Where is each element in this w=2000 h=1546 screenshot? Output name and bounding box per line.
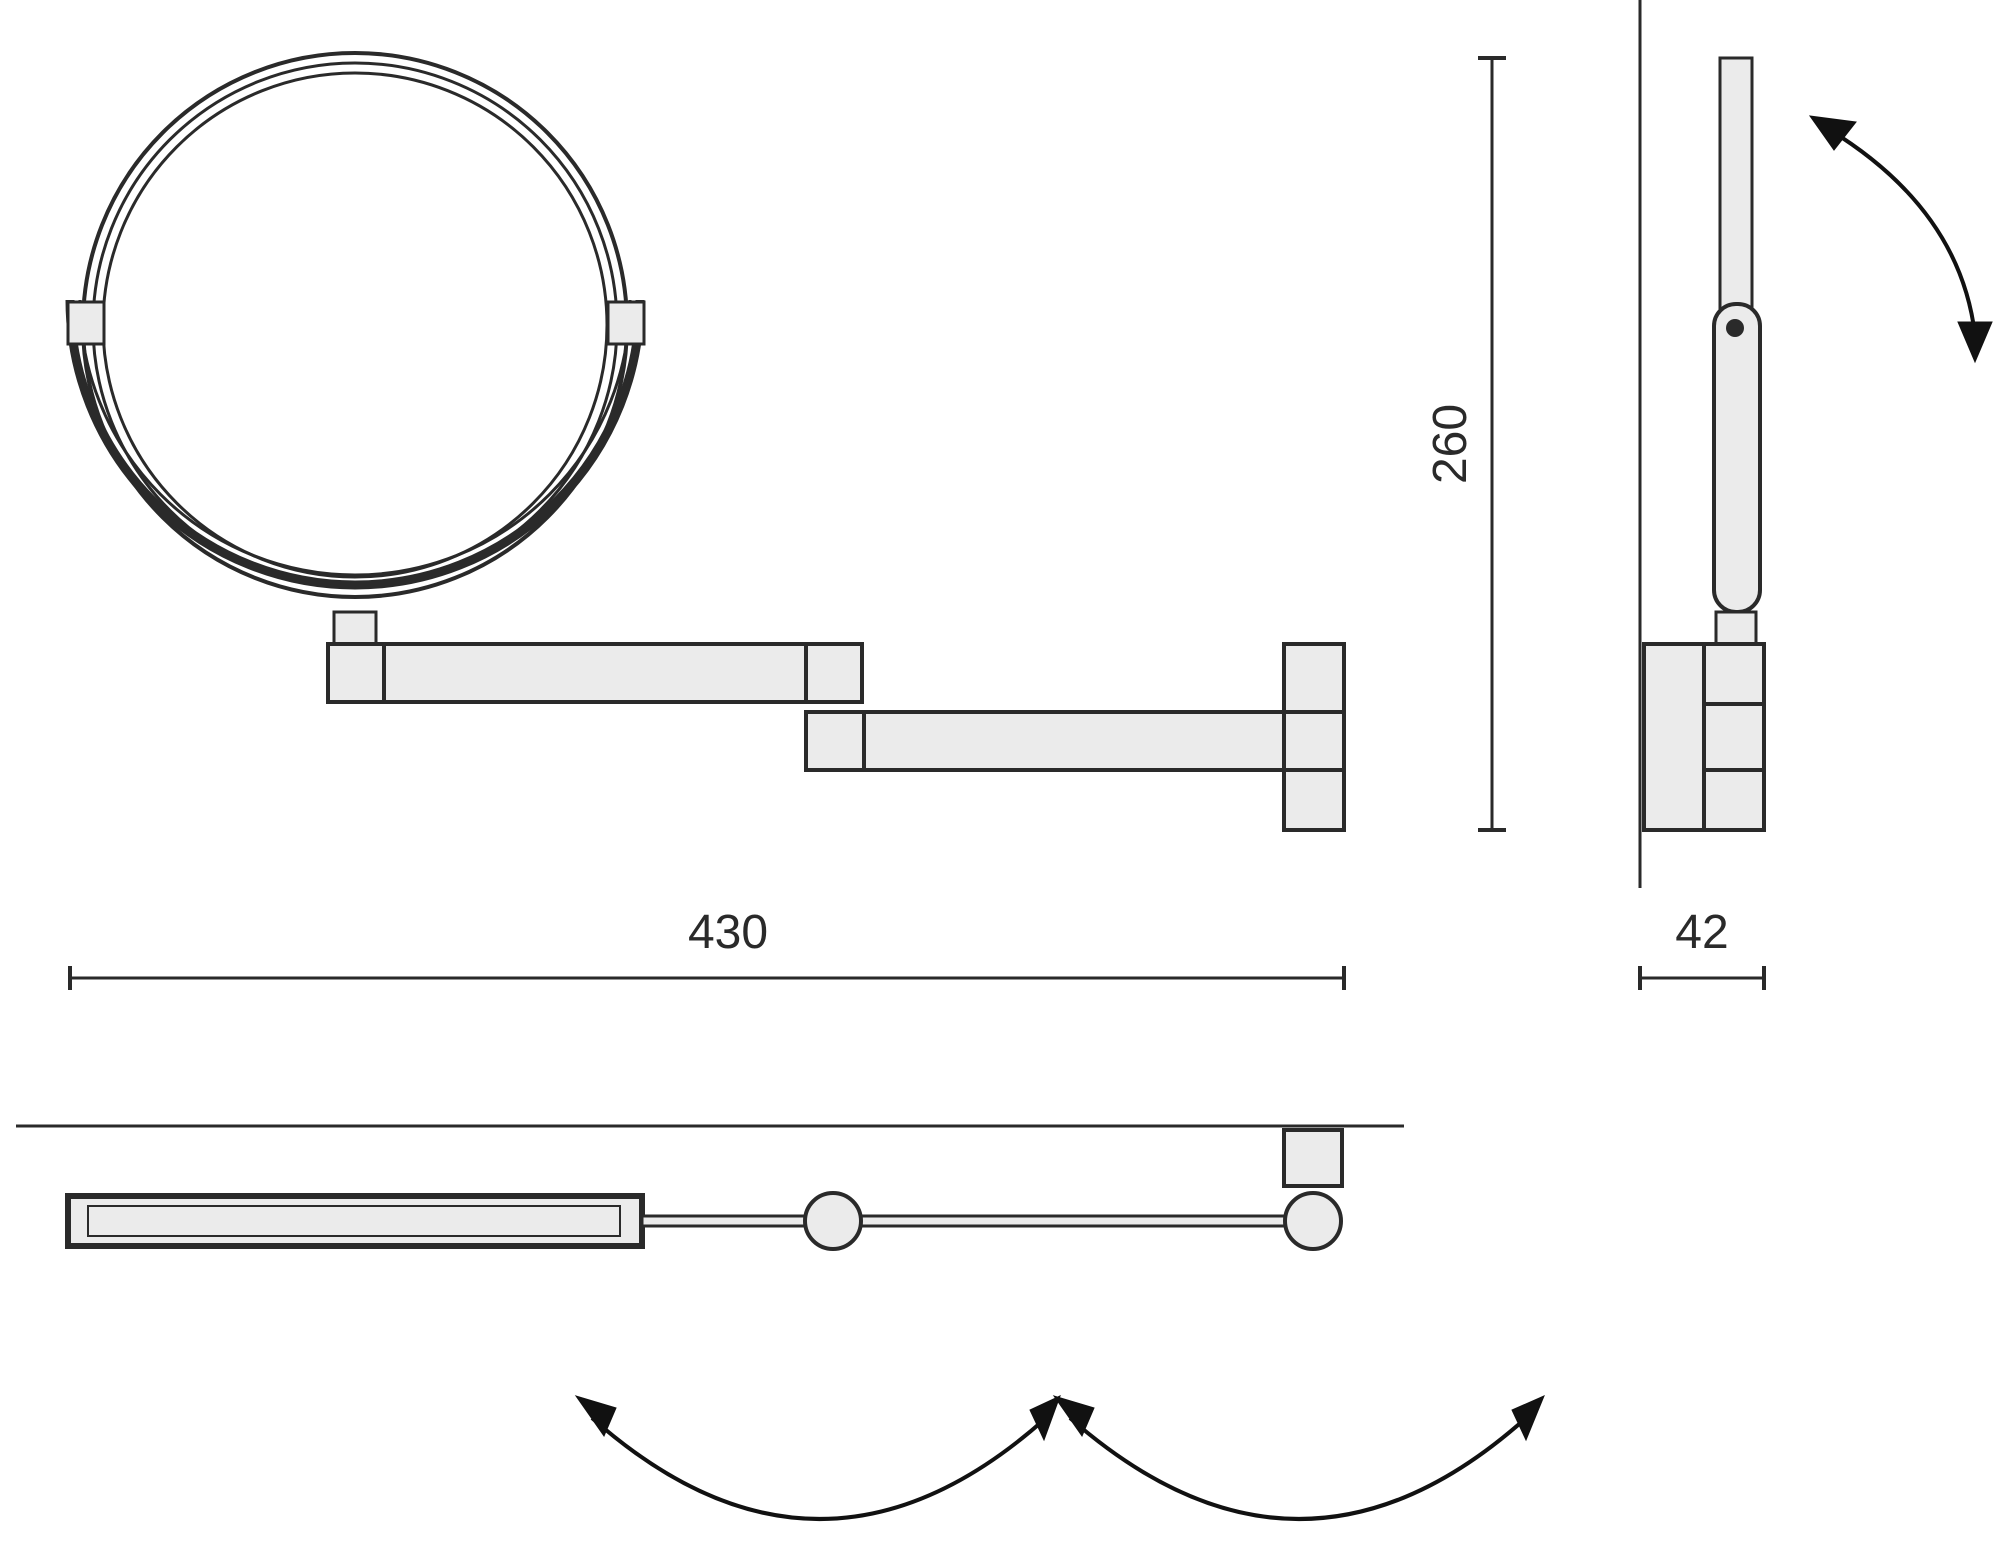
- swivel-arrows: [574, 1395, 1545, 1521]
- swivel-arrow-left-head-a: [574, 1395, 617, 1438]
- front-view: [65, 51, 1346, 832]
- mirror-pivot-right: [606, 300, 646, 346]
- mirror-rim-band-inner: [78, 299, 632, 577]
- height-dimension: 260: [1424, 56, 1506, 832]
- swivel-arrow-right-arc: [1068, 1416, 1528, 1521]
- side-view: [1638, 0, 1766, 888]
- top-elbow-joint: [803, 1191, 863, 1251]
- top-arm-rod-1: [640, 1214, 810, 1228]
- tilt-arrow: [1808, 115, 1993, 364]
- tilt-arrow-head-bottom: [1957, 321, 1993, 364]
- depth-dimension-label: 42: [1675, 906, 1728, 959]
- top-wall-bracket: [1282, 1128, 1344, 1188]
- elbow-joint-lower: [804, 710, 866, 772]
- mirror-glass: [101, 71, 609, 579]
- side-bracket-middle: [1702, 702, 1766, 772]
- side-arm: [1712, 302, 1762, 614]
- wall-bracket-bottom: [1282, 768, 1346, 832]
- wall-bracket-top: [1282, 642, 1346, 714]
- top-mirror-edge: [65, 1193, 645, 1249]
- mirror-rim-band: [65, 299, 645, 590]
- wall-bracket-middle: [1282, 710, 1346, 772]
- upper-arm-joint: [326, 642, 386, 704]
- swivel-arrow-left-arc: [590, 1416, 1048, 1521]
- top-mirror-inner: [87, 1205, 621, 1237]
- swivel-arrow-right-head-b: [1511, 1395, 1545, 1442]
- top-wall-joint: [1283, 1191, 1343, 1251]
- elbow-joint-upper: [804, 642, 864, 704]
- swivel-arrow-right-head-a: [1052, 1395, 1095, 1438]
- side-collar: [1714, 610, 1758, 646]
- tilt-arrow-arc: [1828, 128, 1977, 336]
- side-mirror-edge: [1718, 56, 1754, 322]
- mirror-front: [65, 51, 646, 599]
- depth-dimension: 42: [1638, 906, 1766, 990]
- tilt-arrow-head-top: [1808, 115, 1857, 151]
- mirror-pivot-left: [66, 300, 106, 346]
- width-dimension-label: 430: [688, 906, 768, 959]
- upper-arm: [382, 642, 808, 704]
- side-bracket-top: [1702, 642, 1766, 706]
- swivel-arrow-left-head-b: [1029, 1395, 1061, 1442]
- side-wall-plate: [1642, 642, 1706, 832]
- height-dimension-label: 260: [1424, 404, 1477, 484]
- top-view: [16, 1124, 1404, 1251]
- lower-arm: [862, 710, 1286, 772]
- side-bracket-bottom: [1702, 768, 1766, 832]
- mirror-stem: [332, 610, 378, 646]
- top-arm-rod-2: [856, 1214, 1288, 1228]
- width-dimension: 430: [68, 906, 1346, 990]
- side-pivot-screw: [1726, 319, 1744, 337]
